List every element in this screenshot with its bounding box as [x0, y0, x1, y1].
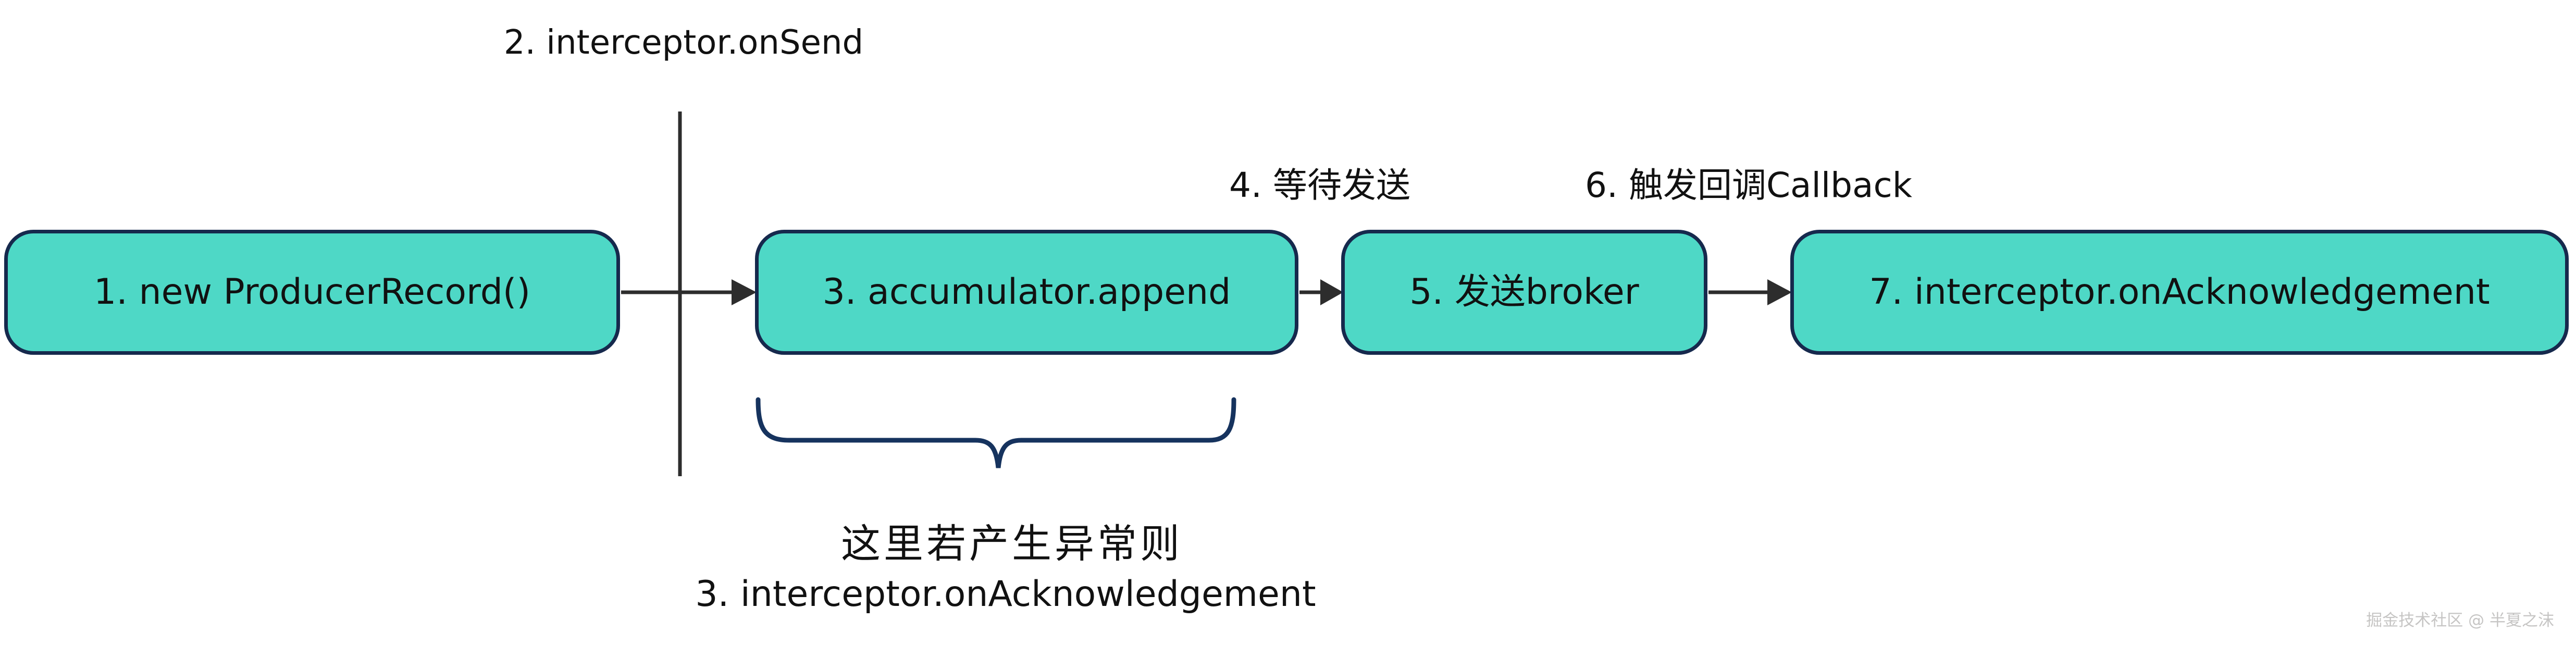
annotation-exception-line2: 3. interceptor.onAcknowledgement: [695, 574, 1316, 615]
annotation-wait-send: 4. 等待发送: [1229, 165, 1410, 205]
flow-box-label: 3. accumulator.append: [822, 271, 1231, 313]
exception-brace: [756, 397, 1236, 468]
flow-box-label: 1. new ProducerRecord(): [94, 271, 530, 313]
watermark-text: 掘金技术社区 @ 半夏之沫: [2366, 611, 2554, 630]
flow-box-label: 5. 发送broker: [1409, 271, 1639, 313]
flow-box-label: 7. interceptor.onAcknowledgement: [1869, 271, 2490, 313]
annotation-exception-line1: 这里若产生异常则: [841, 520, 1183, 567]
annotation-interceptor-onsend: 2. interceptor.onSend: [503, 23, 864, 62]
flow-box-interceptor-onack: 7. interceptor.onAcknowledgement: [1790, 230, 2569, 355]
flow-box-send-broker: 5. 发送broker: [1341, 230, 1707, 355]
arrow-3-to-5-head: [1320, 279, 1343, 305]
arrow-5-to-7-head: [1767, 279, 1792, 305]
flow-box-new-producer-record: 1. new ProducerRecord(): [4, 230, 620, 355]
annotation-trigger-callback: 6. 触发回调Callback: [1585, 165, 1912, 205]
flow-box-accumulator-append: 3. accumulator.append: [755, 230, 1298, 355]
arrow-1-to-3-head: [732, 279, 757, 305]
